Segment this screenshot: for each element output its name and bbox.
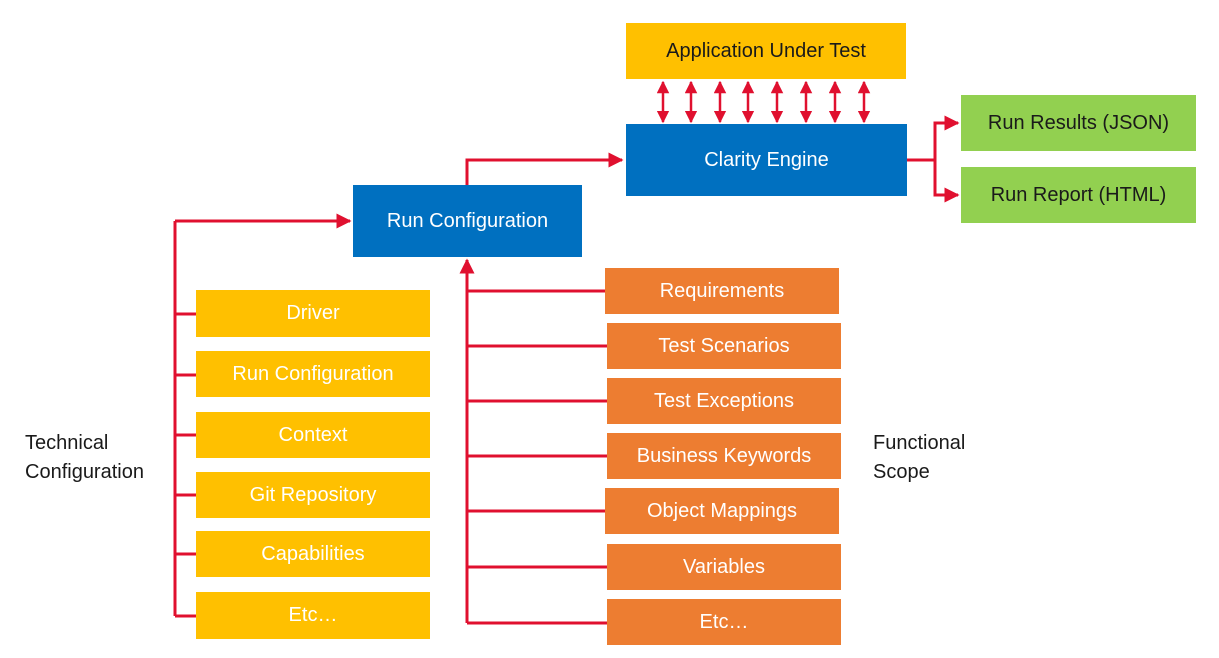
func-item-variables: Variables: [607, 544, 841, 590]
to-run-results-arrow: [933, 115, 960, 160]
func-item-object-mappings: Object Mappings: [605, 488, 839, 534]
clarity-engine-box: Clarity Engine: [626, 124, 907, 196]
func-item-test-scenarios: Test Scenarios: [607, 323, 841, 369]
run-results-box: Run Results (JSON): [961, 95, 1196, 151]
tech-item-context: Context: [196, 412, 430, 458]
func-item-test-exceptions: Test Exceptions: [607, 378, 841, 424]
to-run-report-arrow: [933, 160, 960, 203]
functional-scope-label: Functional Scope: [873, 432, 966, 483]
tech-item-run-configuration: Run Configuration: [196, 351, 430, 397]
engine-aut-arrows: [656, 80, 871, 124]
tech-item-etc: Etc…: [196, 592, 430, 639]
run-configuration-box: Run Configuration: [353, 185, 582, 257]
func-item-requirements: Requirements: [605, 268, 839, 314]
tech-item-driver: Driver: [196, 290, 430, 337]
technical-configuration-label: Technical Configuration: [25, 432, 144, 483]
app-under-test-box: Application Under Test: [626, 23, 906, 79]
func-item-business-keywords: Business Keywords: [607, 433, 841, 479]
tech-item-capabilities: Capabilities: [196, 531, 430, 577]
func-item-etc: Etc…: [607, 599, 841, 645]
tech-item-git-repository: Git Repository: [196, 472, 430, 518]
run-config-to-engine-arrow: [465, 152, 624, 185]
run-report-box: Run Report (HTML): [961, 167, 1196, 223]
